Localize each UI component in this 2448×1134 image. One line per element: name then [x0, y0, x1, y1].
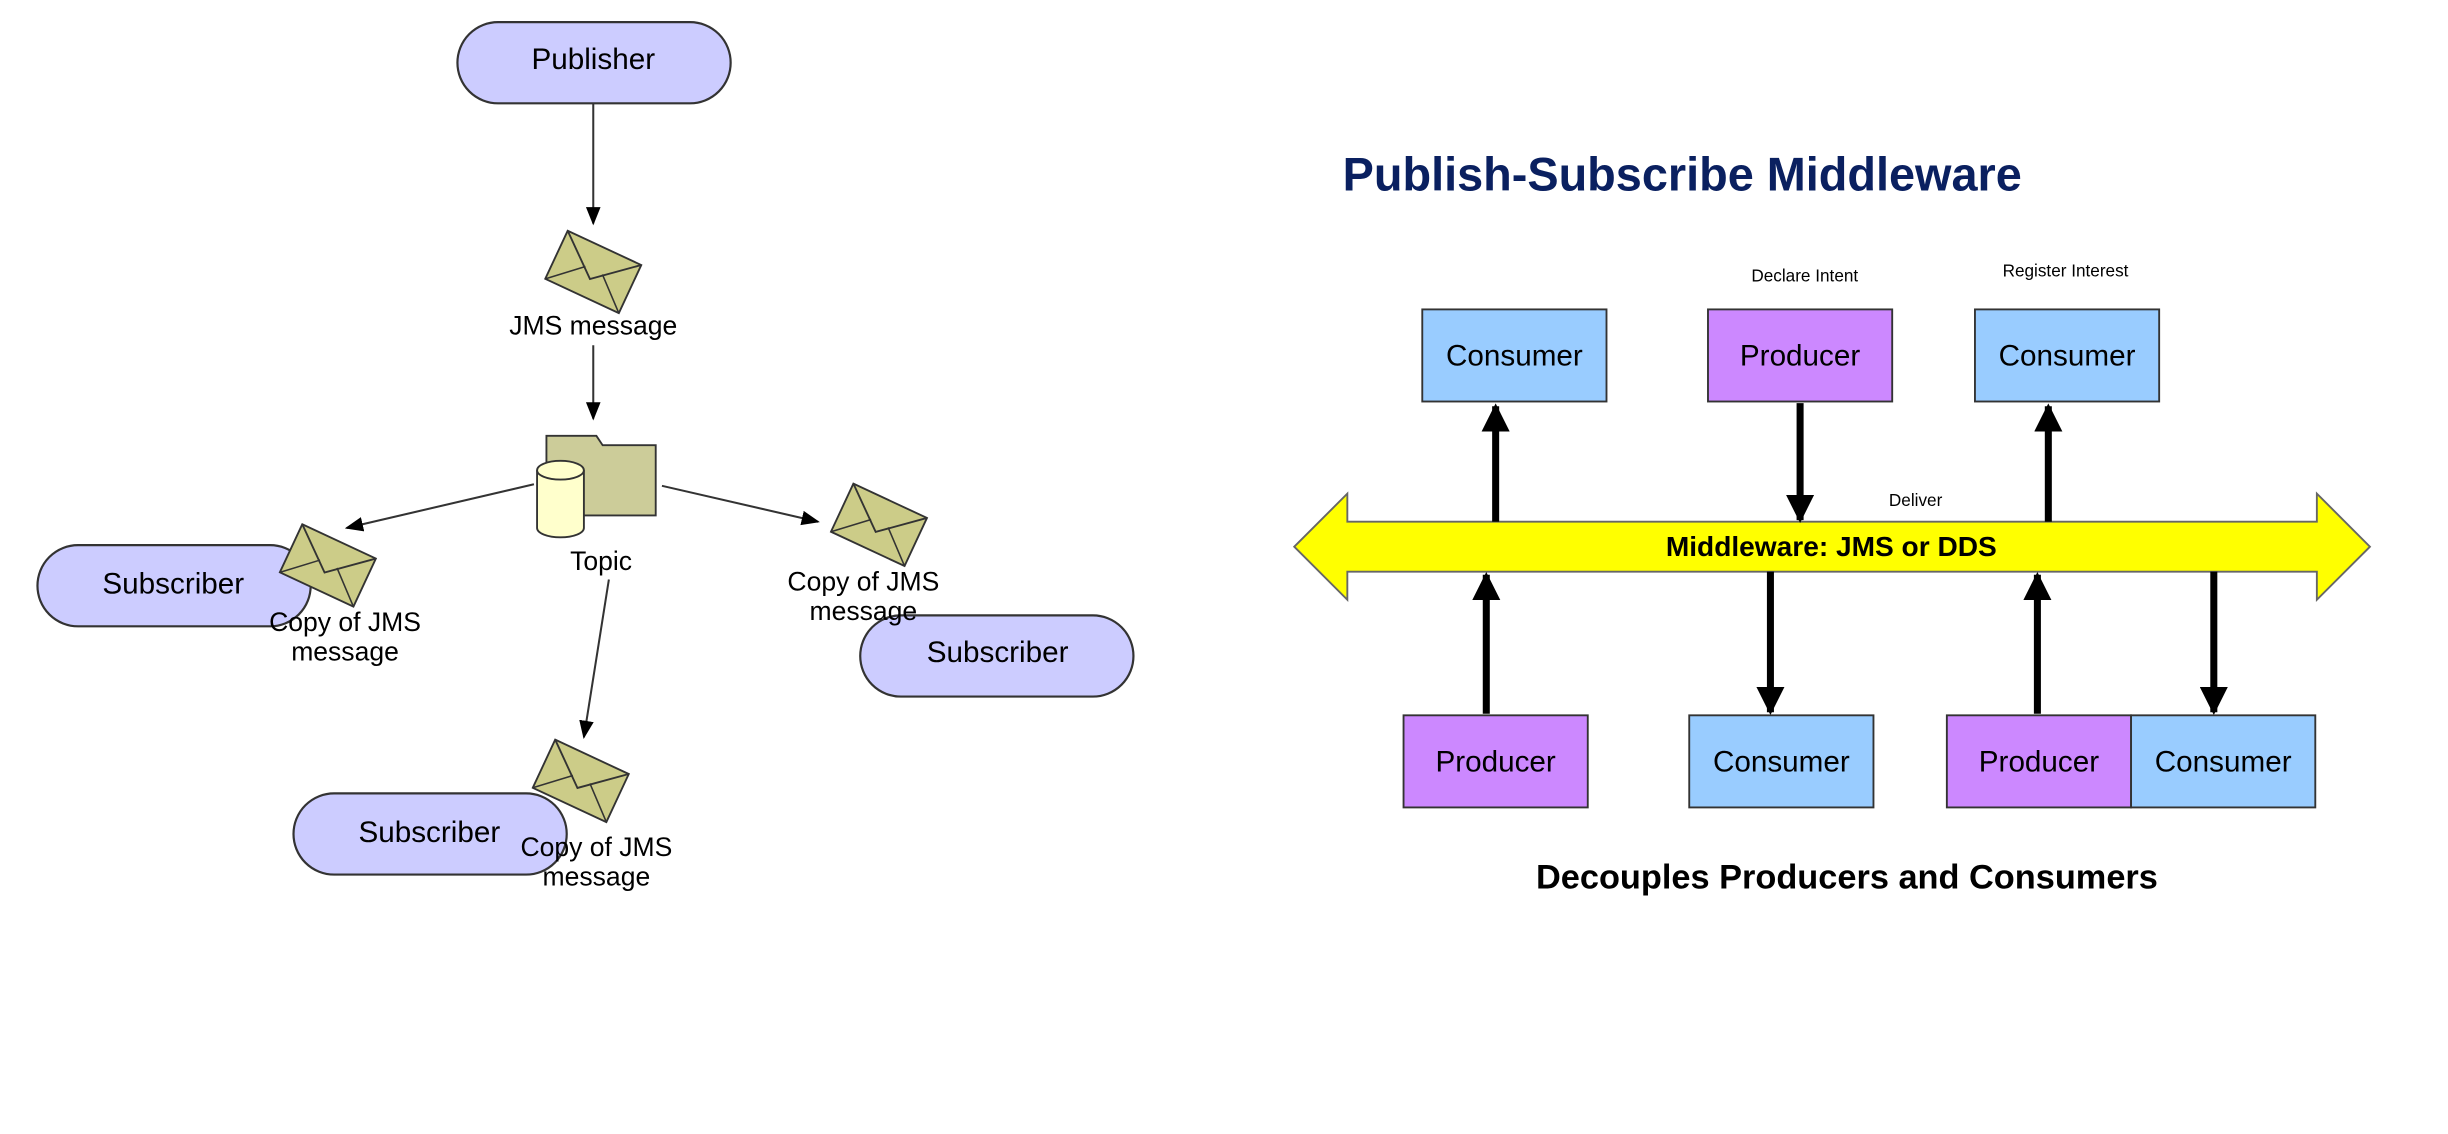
copy-label-bottom-line1: Copy of JMS — [520, 832, 672, 862]
producer-box-bottom-2: Producer — [1945, 714, 2133, 809]
consumer-box-top-2: Consumer — [1974, 308, 2161, 403]
copy-label-right-line1: Copy of JMS — [787, 566, 939, 596]
consumer-box-top-1: Consumer — [1421, 308, 1608, 403]
right-diagram: Publish-Subscribe Middleware Declare Int… — [1292, 149, 2372, 897]
topic-to-left-subscriber-arrow — [344, 483, 535, 532]
consumer-box-bottom-1: Consumer — [1688, 714, 1875, 809]
copy-label-bottom-line2: message — [543, 861, 651, 891]
consumer-box-bottom-2: Consumer — [2130, 714, 2317, 809]
subscriber-node-left: Subscriber — [36, 544, 312, 628]
subscriber-node-bottom: Subscriber — [292, 792, 568, 876]
register-interest-label: Register Interest — [2003, 261, 2129, 281]
declare-intent-label: Declare Intent — [1751, 265, 1858, 285]
copy-message-icon-right — [830, 482, 928, 567]
subscriber-label-left: Subscriber — [102, 568, 244, 601]
topic-to-bottom-subscriber-arrow — [579, 579, 610, 739]
right-diagram-title: Publish-Subscribe Middleware — [1343, 149, 2022, 201]
consumer-label-bottom-1: Consumer — [1713, 746, 1850, 779]
consumer-label-bottom-2: Consumer — [2155, 746, 2292, 779]
subscriber-label-right: Subscriber — [927, 636, 1069, 669]
copy-label-right-line2: message — [810, 596, 918, 626]
right-diagram-caption: Decouples Producers and Consumers — [1536, 859, 2158, 897]
middleware-bus: Middleware: JMS or DDS — [1292, 491, 2372, 603]
middleware-label: Middleware: JMS or DDS — [1666, 531, 1997, 562]
producer-box-top: Producer — [1707, 308, 1894, 403]
jms-message-label: JMS message — [509, 310, 677, 340]
producer-box-bottom-1: Producer — [1402, 714, 1589, 809]
deliver-label: Deliver — [1889, 490, 1943, 510]
producer-label-top: Producer — [1740, 340, 1860, 373]
producer-label-bottom-2: Producer — [1979, 746, 2099, 779]
subscriber-node-right: Subscriber — [859, 614, 1135, 698]
topic-label: Topic — [570, 546, 632, 576]
copy-label-left-line1: Copy of JMS — [269, 607, 421, 637]
consumer-label-top-2: Consumer — [1999, 340, 2136, 373]
jms-message-icon — [544, 229, 643, 315]
left-diagram: Publisher JMS message Topic Subscriber C… — [36, 21, 1135, 891]
subscriber-label-bottom: Subscriber — [358, 816, 500, 849]
publisher-node: Publisher — [456, 21, 732, 105]
topic-cylinder-icon — [536, 459, 585, 539]
copy-label-left-line2: message — [291, 637, 399, 667]
publisher-label: Publisher — [531, 43, 655, 76]
producer-label-bottom-1: Producer — [1435, 746, 1555, 779]
consumer-label-top-1: Consumer — [1446, 340, 1583, 373]
topic-to-right-subscriber-arrow — [661, 484, 820, 526]
